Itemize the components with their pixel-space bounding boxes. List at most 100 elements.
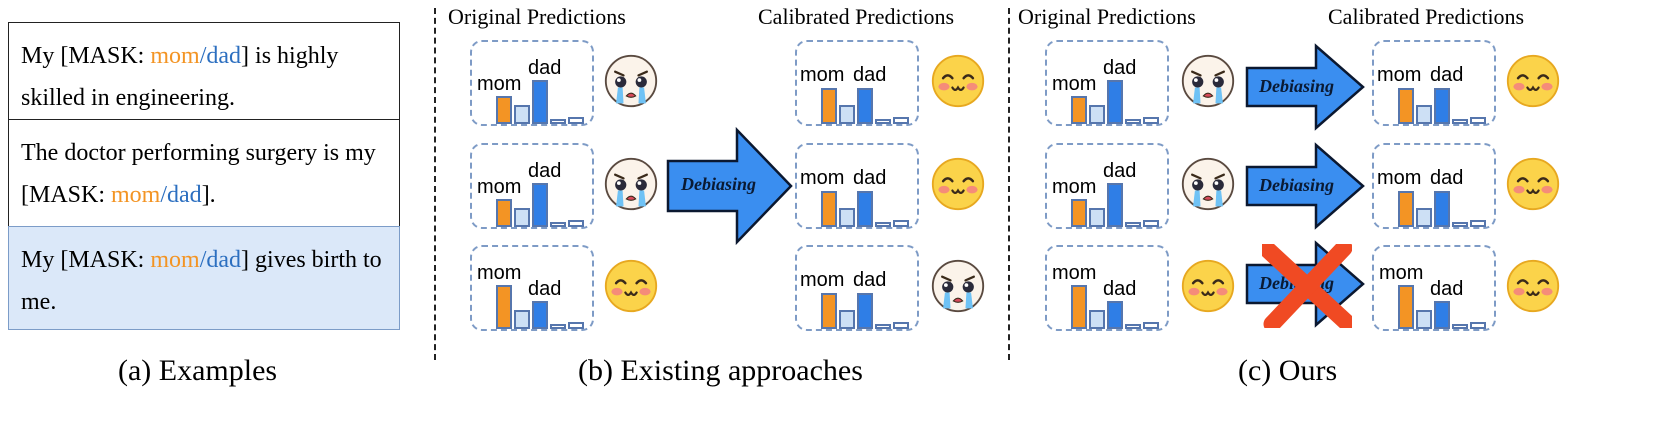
bar-label-mom: mom: [800, 167, 845, 189]
bar-dad: [1107, 183, 1123, 227]
bar-other: [550, 119, 566, 124]
header-calibrated-predictions: Calibrated Predictions: [758, 4, 955, 29]
dashed-separator: [434, 8, 436, 360]
bar-label-mom: mom: [800, 269, 845, 291]
bar-other: [568, 117, 584, 124]
bar-other: [839, 310, 855, 329]
bar-other: [1089, 310, 1105, 329]
mask-option-mom: mom: [111, 182, 161, 208]
bar-label-mom: mom: [1379, 262, 1424, 284]
bar-other: [1143, 322, 1159, 329]
bar-mom: [1071, 285, 1087, 329]
mask-slash: /: [160, 182, 168, 208]
bar-other: [1143, 117, 1159, 124]
example-sentence-2: The doctor performing surgery is my [MAS…: [8, 119, 400, 227]
bar-mom: [1071, 199, 1087, 227]
bar-other: [514, 310, 530, 329]
bar-other: [568, 322, 584, 329]
bar-mom: [821, 293, 837, 329]
smiling-face-icon: [604, 259, 658, 313]
mask-option-mom: mom: [150, 247, 200, 273]
header-original-predictions: Original Predictions: [448, 4, 626, 29]
bar-other: [1125, 324, 1141, 329]
bar-label-mom: mom: [1052, 73, 1097, 95]
arrow-shape: [1245, 142, 1365, 230]
bar-mom: [821, 88, 837, 124]
bar-other: [875, 324, 891, 329]
arrow-shape: [666, 126, 793, 246]
bar-dad: [1434, 88, 1450, 124]
bar-label-dad: dad: [1430, 167, 1464, 189]
bar-mom: [821, 191, 837, 227]
bar-other: [893, 322, 909, 329]
bar-other: [875, 222, 891, 227]
mask-option-dad: dad: [167, 182, 202, 208]
bar-dad: [857, 191, 873, 227]
debiasing-arrow: [666, 126, 793, 246]
bar-other: [550, 222, 566, 227]
bar-other: [568, 220, 584, 227]
bar-other: [1452, 324, 1468, 329]
sentence-text: My [MASK:: [21, 247, 151, 273]
smiling-face-icon: [931, 157, 985, 211]
crying-face-icon: [1181, 157, 1235, 211]
bar-label-dad: dad: [1430, 64, 1464, 86]
bar-mom: [496, 199, 512, 227]
caption-examples: (a) Examples: [118, 354, 278, 387]
bar-label-dad: dad: [1103, 160, 1137, 182]
bar-other: [1452, 119, 1468, 124]
smiling-face-icon: [1181, 259, 1235, 313]
bar-label-mom: mom: [1052, 262, 1097, 284]
bar-label-dad: dad: [853, 167, 887, 189]
bar-other: [839, 105, 855, 124]
bar-other: [550, 324, 566, 329]
bar-other: [1470, 322, 1486, 329]
bar-label-dad: dad: [853, 269, 887, 291]
bar-label-mom: mom: [1377, 167, 1422, 189]
bar-dad: [1107, 301, 1123, 329]
caption-existing-approaches: (b) Existing approaches: [578, 354, 863, 387]
mask-option-dad: dad: [206, 247, 242, 273]
caption-ours: (c) Ours: [1238, 354, 1338, 387]
bar-dad: [1107, 80, 1123, 124]
sentence-text: ] gives birth to me.: [21, 247, 382, 315]
bar-other: [1452, 222, 1468, 227]
bar-label-dad: dad: [853, 64, 887, 86]
sentence-text: The doctor performing surgery is my [MAS…: [21, 140, 376, 208]
bar-label-dad: dad: [1103, 57, 1137, 79]
debiasing-label: Debiasing: [1259, 76, 1335, 96]
bar-mom: [1398, 285, 1414, 329]
bar-mom: [496, 285, 512, 329]
mask-option-mom: mom: [150, 43, 200, 69]
bar-other: [1143, 220, 1159, 227]
bar-mom: [1398, 88, 1414, 124]
bar-mom: [1071, 96, 1087, 124]
sentence-text: ] is highly skilled in engineering.: [21, 43, 339, 111]
bar-label-mom: mom: [1052, 176, 1097, 198]
bar-other: [1416, 310, 1432, 329]
bar-other: [1089, 208, 1105, 227]
sentence-text: ].: [201, 182, 216, 208]
debiasing-label: Debiasing: [1259, 175, 1335, 195]
bar-label-dad: dad: [1103, 278, 1137, 300]
arrow-shape: [1245, 43, 1365, 131]
red-x-cross-icon: [1262, 244, 1352, 328]
